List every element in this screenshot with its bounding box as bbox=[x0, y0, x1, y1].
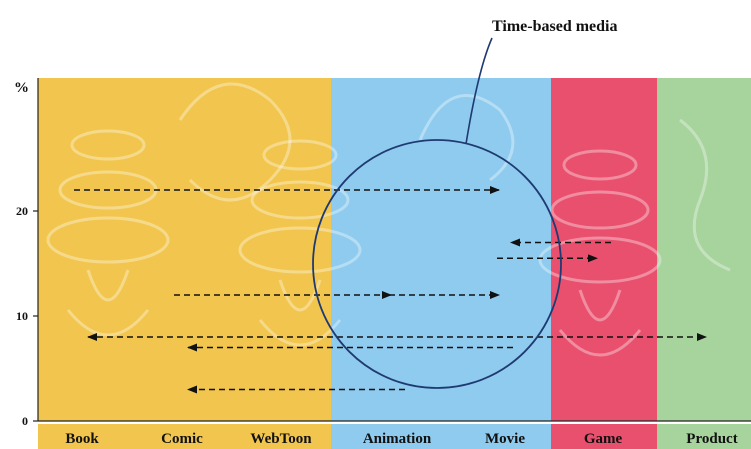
ornament-stroke bbox=[538, 236, 662, 284]
ornament-stroke bbox=[418, 94, 515, 182]
y-ticks: 0 10 20 bbox=[16, 204, 38, 428]
category-label-book: Book bbox=[65, 431, 99, 447]
ornament-stroke bbox=[262, 139, 338, 171]
ornament-stroke bbox=[66, 269, 150, 337]
ornament-stroke bbox=[70, 129, 146, 161]
ornament-stroke bbox=[679, 118, 731, 272]
category-label-webtoon: WebToon bbox=[250, 431, 312, 447]
ornament-stroke bbox=[558, 289, 642, 357]
band-base-screen bbox=[331, 424, 551, 449]
category-label-comic: Comic bbox=[161, 431, 203, 447]
watermark-ornament bbox=[46, 82, 731, 357]
time-based-media-circle bbox=[312, 139, 562, 389]
category-bands bbox=[38, 78, 751, 449]
category-label-movie: Movie bbox=[485, 431, 525, 447]
ornament-stroke bbox=[550, 190, 650, 230]
band-product bbox=[657, 78, 751, 421]
category-label-animation: Animation bbox=[363, 431, 432, 447]
flow-arrows bbox=[74, 186, 707, 394]
y-unit-label: % bbox=[14, 80, 29, 96]
band-base-print bbox=[38, 424, 331, 449]
ornament-stroke bbox=[238, 226, 362, 274]
y-tick-label: 0 bbox=[22, 414, 28, 428]
band-base-game bbox=[551, 424, 657, 449]
y-tick-label: 10 bbox=[16, 309, 28, 323]
ornament-stroke bbox=[562, 149, 638, 181]
y-tick-label: 20 bbox=[16, 204, 28, 218]
time-based-media-highlight bbox=[312, 37, 562, 389]
axes: % bbox=[14, 78, 751, 422]
category-label-product: Product bbox=[686, 431, 737, 447]
title-pointer-line bbox=[465, 37, 493, 145]
band-game bbox=[551, 78, 657, 421]
band-print bbox=[38, 78, 331, 421]
category-labels: Book Comic WebToon Animation Movie Game Produc… bbox=[65, 431, 737, 447]
ornament-stroke bbox=[46, 216, 170, 264]
band-screen bbox=[331, 78, 551, 421]
ornament-stroke bbox=[250, 180, 350, 220]
band-base-product bbox=[657, 424, 751, 449]
ornament-stroke bbox=[178, 82, 292, 202]
diagram-title: Time-based media bbox=[492, 18, 617, 35]
category-label-game: Game bbox=[584, 431, 623, 447]
